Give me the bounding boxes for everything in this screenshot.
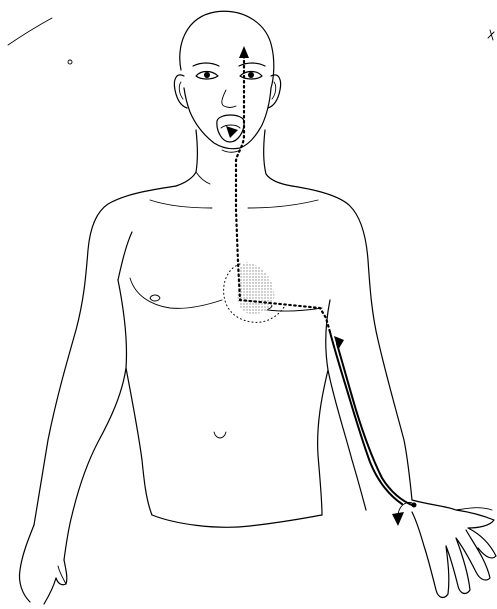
hand-electrode-dot	[412, 503, 417, 508]
right-hand	[412, 500, 496, 597]
right-clavicle	[248, 200, 318, 208]
arrowhead-up	[239, 46, 249, 58]
arrowhead-arm	[334, 336, 344, 350]
navel	[214, 432, 226, 438]
neck-left	[176, 130, 198, 186]
torso-right-flank	[318, 370, 328, 515]
left-pectoral	[130, 278, 222, 308]
neck-right	[264, 130, 292, 186]
left-arm-inner	[64, 280, 127, 560]
right-pupil	[248, 72, 254, 78]
stray-mark	[8, 18, 52, 45]
right-thumb	[456, 508, 492, 510]
chin-crease	[222, 150, 240, 152]
torso-left-flank	[126, 368, 152, 515]
left-hand	[19, 525, 66, 604]
nose	[222, 90, 236, 108]
right-ear-inner	[272, 82, 276, 99]
face	[193, 63, 265, 152]
left-pupil	[204, 72, 210, 78]
right-arm-inner	[326, 300, 366, 510]
right-shoulder-outer	[292, 186, 412, 500]
right-eyebrow	[239, 63, 265, 66]
waist-curve	[152, 515, 322, 527]
trapezius-left	[196, 172, 210, 184]
left-nipple	[150, 295, 160, 301]
left-eyebrow	[193, 63, 219, 66]
conduction-path-solid-parallel	[337, 344, 414, 506]
right-ear	[268, 75, 281, 108]
stray-dot	[68, 60, 72, 64]
stray-mark-right	[488, 30, 494, 40]
left-shoulder-arm-outer	[34, 186, 176, 525]
left-ear-inner	[179, 82, 183, 99]
left-thumb	[58, 566, 66, 584]
heart-region	[238, 262, 275, 314]
left-chest-side	[118, 232, 132, 280]
left-clavicle	[150, 200, 212, 208]
arrowhead-mouth	[226, 126, 238, 138]
